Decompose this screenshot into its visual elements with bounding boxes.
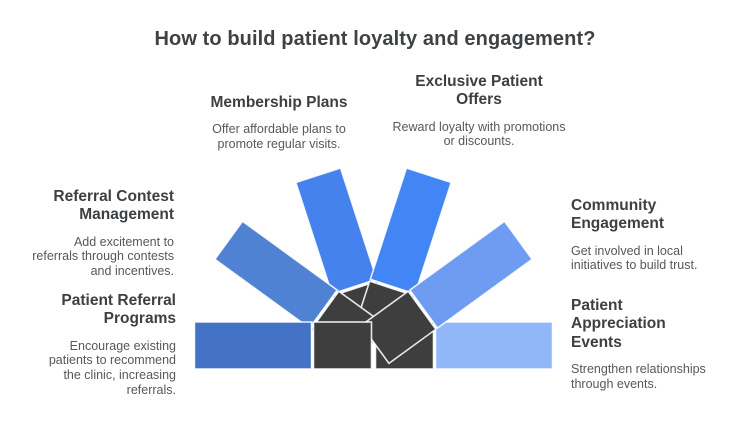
section-body: Offer affordable plans to promote regula… [212,122,346,152]
section-heading: Patient Appreciation Events [571,297,666,351]
fan-bar [294,167,378,295]
section-patient-referral-programs: Patient Referral Programs Encourage exis… [12,292,176,398]
section-body: Get involved in local initiatives to bui… [571,243,698,273]
section-community-engagement: Community Engagement Get involved in loc… [571,197,743,273]
section-heading: Membership Plans [210,94,348,111]
section-membership-plans: Membership Plans Offer affordable plans … [188,94,370,152]
fan-blade-patient-referral-programs [193,321,373,370]
fan-blade-community-engagement [360,220,534,365]
section-body: Encourage existing patients to recommend… [48,338,176,397]
section-heading: Exclusive Patient Offers [415,73,543,109]
section-body: Add excitement to referrals through cont… [32,234,174,279]
fan-bar [369,167,453,295]
section-heading: Referral Contest Management [53,188,174,224]
fan-bar [193,321,313,370]
section-body: Reward loyalty with promotions or discou… [392,119,566,149]
fan-center-segment [312,321,373,370]
section-heading: Community Engagement [571,197,665,233]
fan-bar [408,220,534,330]
page-title: How to build patient loyalty and engagem… [154,28,596,50]
section-exclusive-patient-offers: Exclusive Patient Offers Reward loyalty … [387,73,571,149]
section-patient-appreciation-events: Patient Appreciation Events Strengthen r… [571,297,749,391]
section-heading: Patient Referral Programs [61,292,176,328]
fan-center-segment [360,290,437,365]
fan-bar [213,220,339,330]
section-body: Strengthen relationships through events. [571,361,706,391]
section-referral-contest-management: Referral Contest Management Add exciteme… [12,188,174,279]
fan-bar [434,321,554,370]
